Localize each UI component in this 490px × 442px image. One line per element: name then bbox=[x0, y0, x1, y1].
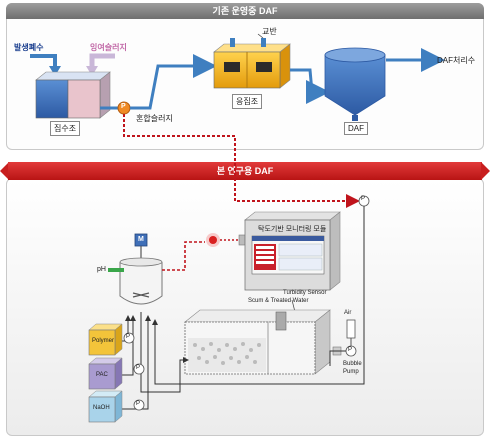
monitoring-module bbox=[244, 211, 341, 291]
scum-treated-water-label: Scum & Treated Water bbox=[248, 298, 309, 304]
collection-tank bbox=[35, 71, 111, 119]
banner-left-arrow bbox=[0, 162, 9, 180]
naoh-pump-symbol: P bbox=[136, 401, 141, 407]
agitation-pointer bbox=[257, 33, 264, 39]
polymer-pump bbox=[123, 332, 135, 344]
vessel-to-sensor-line bbox=[162, 241, 205, 271]
wastewater-arrowhead bbox=[49, 66, 61, 76]
pump-symbol-label: P bbox=[121, 103, 126, 110]
existing-daf-banner: 기존 운영중 DAF bbox=[6, 3, 484, 19]
mixer-impeller bbox=[132, 292, 150, 298]
naoh-pump bbox=[133, 399, 145, 411]
banner-right-arrow bbox=[481, 162, 490, 180]
air-intake bbox=[346, 319, 356, 339]
pac-tank bbox=[88, 357, 123, 390]
bubble-pump-symbol: P bbox=[348, 347, 353, 353]
pac-pump bbox=[133, 363, 145, 375]
research-daf-banner: 본 연구용 DAF bbox=[0, 162, 490, 180]
air-label: Air bbox=[344, 310, 352, 316]
mixed-sludge-label: 혼합슬러지 bbox=[136, 114, 173, 123]
bubble-to-tank-line bbox=[329, 350, 346, 366]
ph-label: pH bbox=[97, 266, 106, 273]
laser-sensor-light bbox=[209, 236, 217, 244]
mixing-vessel bbox=[119, 262, 163, 305]
coagulation-tank bbox=[213, 38, 291, 89]
recycle-line bbox=[152, 206, 365, 385]
daf-tank bbox=[324, 47, 386, 121]
polymer-pump-symbol: P bbox=[126, 334, 131, 340]
polymer-label: Polymer bbox=[92, 338, 115, 344]
motor-symbol: M bbox=[138, 236, 144, 243]
research-daf-banner-title: 본 연구용 DAF bbox=[8, 162, 482, 180]
turbidity-sensor-label: Turbidity Sensor bbox=[283, 290, 327, 296]
excess-sludge-label: 잉여슬러지 bbox=[90, 43, 127, 52]
monitoring-module-label: 탁도기반 모니터링 모듈 bbox=[258, 226, 327, 233]
naoh-label: NaOH bbox=[93, 405, 110, 411]
pac-label: PAC bbox=[96, 372, 108, 378]
wastewater-label: 발생폐수 bbox=[14, 43, 44, 52]
ph-probe bbox=[108, 268, 124, 272]
research-daf-panel bbox=[6, 178, 484, 436]
collection-tank-label: 집수조 bbox=[50, 121, 81, 136]
agitation-label: 교반 bbox=[262, 27, 277, 36]
naoh-tank bbox=[88, 390, 123, 423]
polymer-tank bbox=[88, 323, 123, 356]
sampling-line bbox=[123, 114, 360, 208]
wastewater-inflow-arrow bbox=[30, 54, 57, 70]
research-daf-tank bbox=[184, 309, 331, 375]
daf-label: DAF bbox=[344, 122, 368, 135]
inlet-pump-symbol: P bbox=[361, 196, 366, 202]
pac-pump-symbol: P bbox=[136, 365, 141, 371]
coagulation-tank-label: 응집조 bbox=[232, 94, 263, 109]
bubble-pump-label: Bubble Pump bbox=[343, 361, 362, 375]
coag-to-daf-pipe bbox=[290, 68, 330, 104]
excess-sludge-arrowhead bbox=[86, 66, 98, 76]
daf-effluent-label: DAF처리수 bbox=[437, 56, 476, 65]
naoh-dosing-line bbox=[119, 315, 151, 410]
excess-sludge-arrow bbox=[89, 53, 115, 70]
pump-to-coag-pipe bbox=[130, 54, 217, 110]
